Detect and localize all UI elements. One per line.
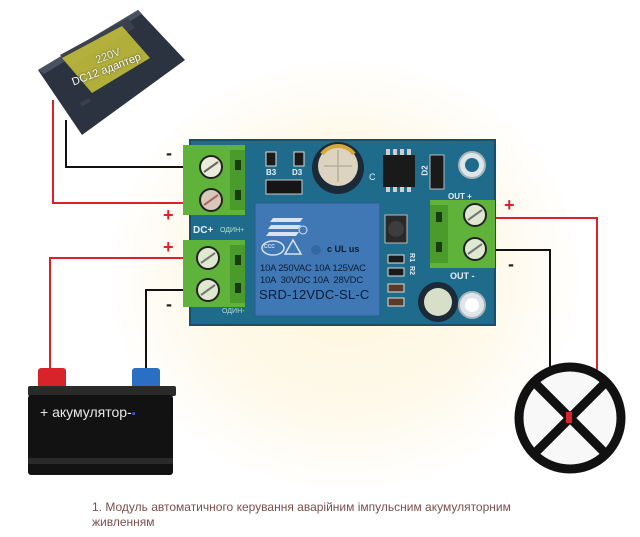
lamp-symbol	[514, 362, 626, 474]
relay-ccc-mark: CCC	[264, 244, 275, 250]
battery-minus-dot: ▪	[131, 408, 136, 420]
wire-battery-plus	[49, 257, 205, 370]
relay-rating-2: 10A 30VDC 10A 28VDC	[260, 275, 364, 286]
label-c: C	[369, 172, 376, 182]
adapter-minus-sign: -	[166, 143, 172, 163]
battery-plus-sign: +	[163, 237, 174, 257]
label-d3: D3	[292, 168, 303, 177]
label-backup-plus: ОДИН+	[220, 227, 245, 234]
out-plus-sign: +	[504, 195, 515, 215]
battery-minus-terminal	[132, 368, 160, 390]
adapter-plus-sign: +	[163, 205, 174, 225]
label-d2: D2	[420, 165, 430, 176]
relay-rating-1: 10A 250VAC 10A 125VAC	[260, 263, 366, 274]
wire-adapter-plus	[52, 100, 205, 204]
label-r2: R2	[407, 266, 415, 275]
figure-caption: 1. Модуль автоматичного керування аварій…	[92, 500, 511, 529]
wire-out-minus	[480, 249, 551, 385]
battery-label: + акумулятор-▪	[40, 404, 136, 420]
wire-adapter-minus	[65, 120, 205, 168]
label-out-plus: OUT +	[448, 192, 472, 201]
battery-plus-terminal	[38, 368, 66, 390]
label-b3: B3	[266, 168, 277, 177]
relay-model: SRD-12VDC-SL-C	[259, 287, 370, 302]
battery-label-text: + акумулятор-	[40, 404, 132, 420]
out-minus-sign: -	[508, 254, 514, 274]
power-adapter	[38, 10, 185, 135]
wire-out-plus	[480, 217, 598, 385]
label-out-minus: OUT -	[450, 271, 475, 281]
label-backup-minus: ОДИН-	[222, 308, 245, 315]
relay-module-pcb	[183, 139, 496, 326]
label-dc-plus: DC+	[193, 225, 214, 236]
label-r1: R1	[407, 253, 415, 262]
relay-ul-mark: c UL us	[327, 244, 360, 254]
battery-minus-sign: -	[166, 294, 172, 314]
battery	[28, 368, 176, 475]
